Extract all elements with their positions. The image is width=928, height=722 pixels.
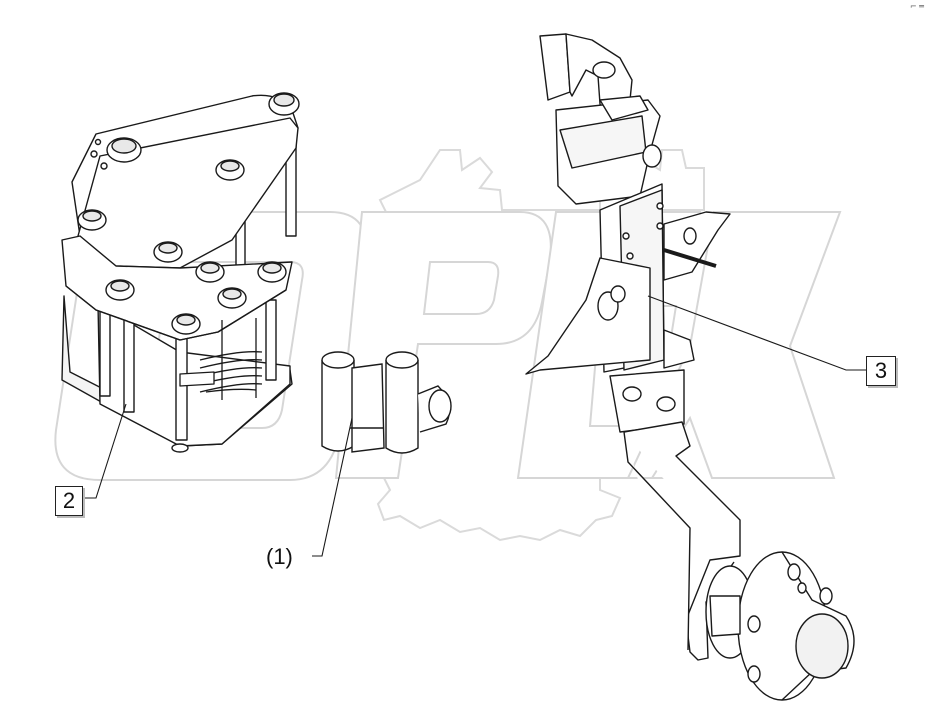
spring-bracket-assembly: [61, 92, 300, 453]
callout-part-1: (1): [266, 544, 293, 570]
mounting-post-assembly: [525, 33, 855, 701]
callout-part-2: 2: [55, 486, 83, 516]
bushing-set: [321, 351, 452, 454]
callout-part-3: 3: [866, 356, 896, 386]
leader-lines: [84, 295, 866, 557]
spring: [179, 318, 263, 400]
bolts: [77, 92, 300, 453]
callout-label-2: 2: [62, 488, 76, 513]
corner-mark: ⌐ ═: [909, 2, 924, 11]
callout-label-3: 3: [874, 358, 888, 383]
callout-label-1: (1): [266, 544, 293, 569]
wheel-hub: [705, 551, 855, 701]
